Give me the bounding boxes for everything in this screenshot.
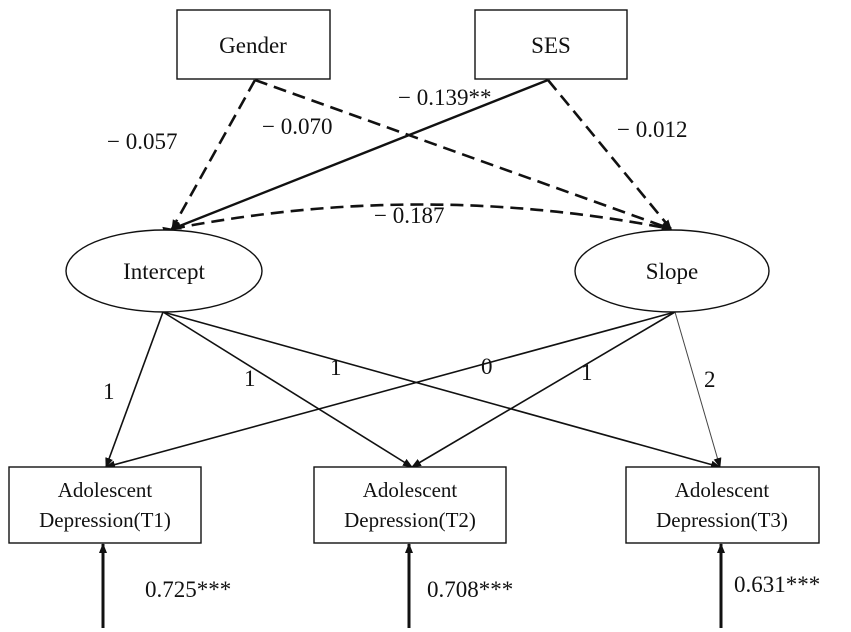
slope-ellipse xyxy=(574,229,770,313)
ses-box xyxy=(474,9,628,80)
loading-intercept-t3 xyxy=(162,311,721,469)
residual-t1: 0.725*** xyxy=(145,577,231,602)
loading-label-slope-t1: 0 xyxy=(481,354,493,379)
t3-box xyxy=(625,466,820,544)
intercept-label: Intercept xyxy=(123,259,205,284)
t1-label-line1: Adolescent xyxy=(58,478,153,502)
t1-box xyxy=(8,466,202,544)
t1-label-line2: Depression(T1) xyxy=(39,508,171,532)
slope-label: Slope xyxy=(646,259,698,284)
coef-intercept-slope-cov: − 0.187 xyxy=(374,203,444,228)
loading-intercept-t1 xyxy=(105,311,164,468)
loading-label-intercept-t3: 1 xyxy=(330,355,342,380)
loading-label-slope-t2: 1 xyxy=(581,360,593,385)
path-ses-slope xyxy=(546,79,673,230)
t2-box xyxy=(313,466,507,544)
t2-label-line2: Depression(T2) xyxy=(344,508,476,532)
loading-label-intercept-t2: 1 xyxy=(244,366,256,391)
ses-label: SES xyxy=(531,33,571,58)
gender-box xyxy=(176,9,331,80)
coef-gender-intercept: − 0.057 xyxy=(107,129,177,154)
loading-slope-t1 xyxy=(105,311,676,469)
coef-ses-slope: − 0.012 xyxy=(617,117,687,142)
path-gender-slope xyxy=(254,78,672,231)
coef-gender-slope: − 0.070 xyxy=(262,114,332,139)
path-gender-intercept xyxy=(170,79,257,230)
covariance-intercept-slope xyxy=(162,203,672,235)
residual-t2: 0.708*** xyxy=(427,577,513,602)
t2-label-line1: Adolescent xyxy=(363,478,458,502)
loading-intercept-t2 xyxy=(162,311,413,468)
path-ses-intercept xyxy=(171,78,549,231)
residual-t3: 0.631*** xyxy=(734,572,820,597)
intercept-ellipse xyxy=(65,229,263,313)
t3-label-line1: Adolescent xyxy=(675,478,770,502)
t3-label-line2: Depression(T3) xyxy=(656,508,788,532)
gender-label: Gender xyxy=(219,33,287,58)
loading-slope-t3 xyxy=(674,311,722,468)
loading-label-slope-t3: 2 xyxy=(704,367,716,392)
coef-ses-intercept: − 0.139** xyxy=(398,85,491,110)
loading-slope-t2 xyxy=(411,311,676,468)
loading-label-intercept-t1: 1 xyxy=(103,379,115,404)
